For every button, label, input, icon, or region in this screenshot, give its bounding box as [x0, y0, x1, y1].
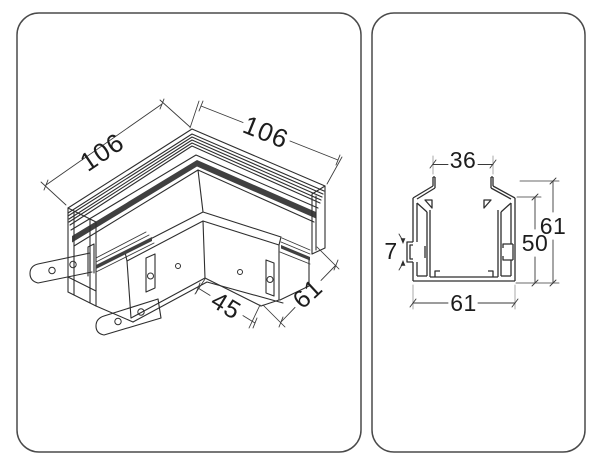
dim-label-106-left: 106: [74, 127, 129, 178]
isometric-view-panel: [16, 12, 362, 453]
section-profile: [406, 176, 516, 282]
dim-label-106-right: 106: [239, 109, 293, 154]
cross-section-view: 36 61 50 7: [384, 147, 567, 316]
mounting-strap-upper: [29, 243, 95, 284]
dimension-inner-bottom-width: 45: [194, 278, 261, 329]
profile-rim-step-lines: [67, 128, 326, 247]
mounting-strap-lower: [95, 298, 162, 336]
section-side-tab: [406, 241, 426, 263]
dim-label-36: 36: [450, 147, 477, 173]
dimension-overall-height: 61: [515, 177, 567, 287]
dim-label-45: 45: [206, 286, 246, 325]
dim-label-7: 7: [384, 238, 397, 264]
floor-slot-band-right: [281, 245, 310, 261]
left-end-face: [67, 207, 97, 307]
right-end-face: [279, 185, 326, 301]
dim-label-50: 50: [522, 230, 549, 256]
dimension-side-tab: 7: [384, 233, 406, 271]
dimension-overall-width: 61: [409, 284, 519, 316]
dimension-top-opening: 36: [429, 147, 497, 175]
floor-slot-band-left: [96, 237, 152, 269]
wall-bracket-right: [265, 259, 275, 297]
mounting-straps: [29, 243, 275, 336]
base-web-edges: [95, 281, 284, 323]
wall-bracket-left: [145, 253, 156, 293]
dim-label-61-width: 61: [450, 290, 477, 316]
section-inner-pocket: [502, 243, 514, 261]
channel-floor-lines: [95, 231, 311, 273]
isometric-corner-view: 106 106 45 61: [29, 98, 343, 336]
cross-section-panel: [371, 12, 586, 453]
dimension-inner-height: 50: [516, 193, 549, 287]
dim-label-61-height: 61: [540, 213, 567, 239]
